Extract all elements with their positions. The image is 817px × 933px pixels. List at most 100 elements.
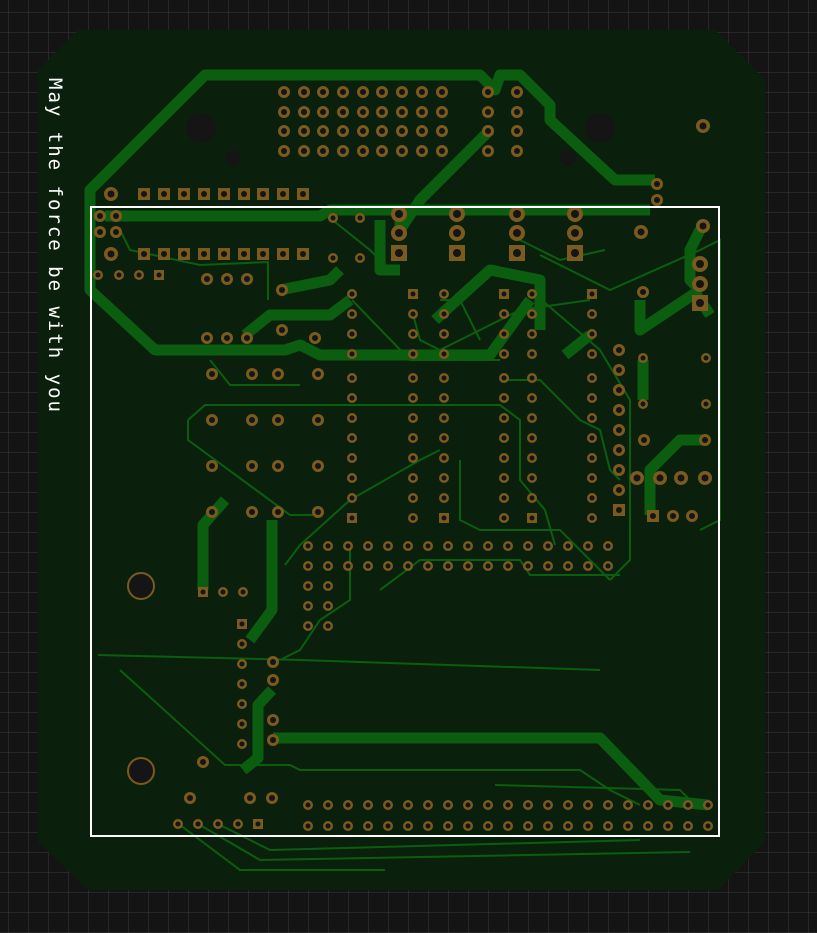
round-pad[interactable] [237, 719, 247, 729]
round-pad[interactable] [463, 561, 473, 571]
round-pad[interactable] [104, 247, 118, 261]
round-pad[interactable] [408, 329, 418, 339]
round-pad[interactable] [503, 541, 513, 551]
round-pad[interactable] [267, 714, 279, 726]
round-pad[interactable] [613, 464, 625, 476]
round-pad[interactable] [567, 206, 583, 222]
round-pad[interactable] [483, 821, 493, 831]
round-pad[interactable] [376, 86, 388, 98]
square-pad[interactable] [277, 248, 289, 260]
round-pad[interactable] [197, 756, 209, 768]
round-pad[interactable] [463, 800, 473, 810]
round-pad[interactable] [527, 309, 537, 319]
round-pad[interactable] [312, 368, 324, 380]
round-pad[interactable] [643, 800, 653, 810]
round-pad[interactable] [312, 506, 324, 518]
round-pad[interactable] [298, 145, 310, 157]
square-pad[interactable] [237, 619, 247, 629]
round-pad[interactable] [499, 309, 509, 319]
round-pad[interactable] [383, 541, 393, 551]
round-pad[interactable] [509, 225, 525, 241]
round-pad[interactable] [193, 819, 203, 829]
round-pad[interactable] [323, 821, 333, 831]
round-pad[interactable] [391, 206, 407, 222]
round-pad[interactable] [357, 86, 369, 98]
round-pad[interactable] [563, 541, 573, 551]
square-pad[interactable] [297, 188, 309, 200]
round-pad[interactable] [114, 270, 124, 280]
round-pad[interactable] [503, 821, 513, 831]
round-pad[interactable] [347, 473, 357, 483]
round-pad[interactable] [347, 289, 357, 299]
round-pad[interactable] [511, 106, 523, 118]
square-pad[interactable] [391, 245, 407, 261]
round-pad[interactable] [499, 329, 509, 339]
round-pad[interactable] [613, 404, 625, 416]
round-pad[interactable] [328, 213, 338, 223]
round-pad[interactable] [323, 581, 333, 591]
round-pad[interactable] [482, 86, 494, 98]
square-pad[interactable] [277, 188, 289, 200]
round-pad[interactable] [443, 541, 453, 551]
round-pad[interactable] [499, 513, 509, 523]
round-pad[interactable] [416, 125, 428, 137]
square-pad[interactable] [238, 188, 250, 200]
round-pad[interactable] [309, 332, 321, 344]
round-pad[interactable] [408, 453, 418, 463]
round-pad[interactable] [603, 800, 613, 810]
round-pad[interactable] [439, 433, 449, 443]
round-pad[interactable] [630, 471, 644, 485]
round-pad[interactable] [246, 506, 258, 518]
square-pad[interactable] [138, 248, 150, 260]
round-pad[interactable] [328, 253, 338, 263]
round-pad[interactable] [439, 349, 449, 359]
round-pad[interactable] [403, 800, 413, 810]
round-pad[interactable] [298, 86, 310, 98]
round-pad[interactable] [613, 444, 625, 456]
round-pad[interactable] [499, 349, 509, 359]
round-pad[interactable] [613, 364, 625, 376]
round-pad[interactable] [527, 373, 537, 383]
round-pad[interactable] [423, 821, 433, 831]
round-pad[interactable] [278, 106, 290, 118]
round-pad[interactable] [272, 414, 284, 426]
square-pad[interactable] [158, 188, 170, 200]
round-pad[interactable] [237, 739, 247, 749]
round-pad[interactable] [94, 210, 106, 222]
round-pad[interactable] [527, 493, 537, 503]
round-pad[interactable] [347, 373, 357, 383]
round-pad[interactable] [527, 413, 537, 423]
round-pad[interactable] [272, 506, 284, 518]
round-pad[interactable] [523, 800, 533, 810]
square-pad[interactable] [238, 248, 250, 260]
round-pad[interactable] [317, 125, 329, 137]
round-pad[interactable] [603, 821, 613, 831]
square-pad[interactable] [613, 504, 625, 516]
square-pad[interactable] [509, 245, 525, 261]
square-pad[interactable] [257, 248, 269, 260]
round-pad[interactable] [436, 86, 448, 98]
round-pad[interactable] [403, 561, 413, 571]
round-pad[interactable] [403, 541, 413, 551]
square-pad[interactable] [499, 289, 509, 299]
round-pad[interactable] [408, 473, 418, 483]
round-pad[interactable] [416, 145, 428, 157]
round-pad[interactable] [206, 506, 218, 518]
square-pad[interactable] [692, 295, 708, 311]
round-pad[interactable] [323, 601, 333, 611]
round-pad[interactable] [483, 541, 493, 551]
round-pad[interactable] [613, 384, 625, 396]
round-pad[interactable] [347, 309, 357, 319]
round-pad[interactable] [587, 453, 597, 463]
round-pad[interactable] [583, 800, 593, 810]
round-pad[interactable] [436, 145, 448, 157]
round-pad[interactable] [218, 587, 228, 597]
round-pad[interactable] [613, 344, 625, 356]
round-pad[interactable] [543, 800, 553, 810]
round-pad[interactable] [613, 424, 625, 436]
round-pad[interactable] [638, 434, 650, 446]
round-pad[interactable] [563, 561, 573, 571]
round-pad[interactable] [347, 433, 357, 443]
round-pad[interactable] [337, 106, 349, 118]
round-pad[interactable] [343, 800, 353, 810]
